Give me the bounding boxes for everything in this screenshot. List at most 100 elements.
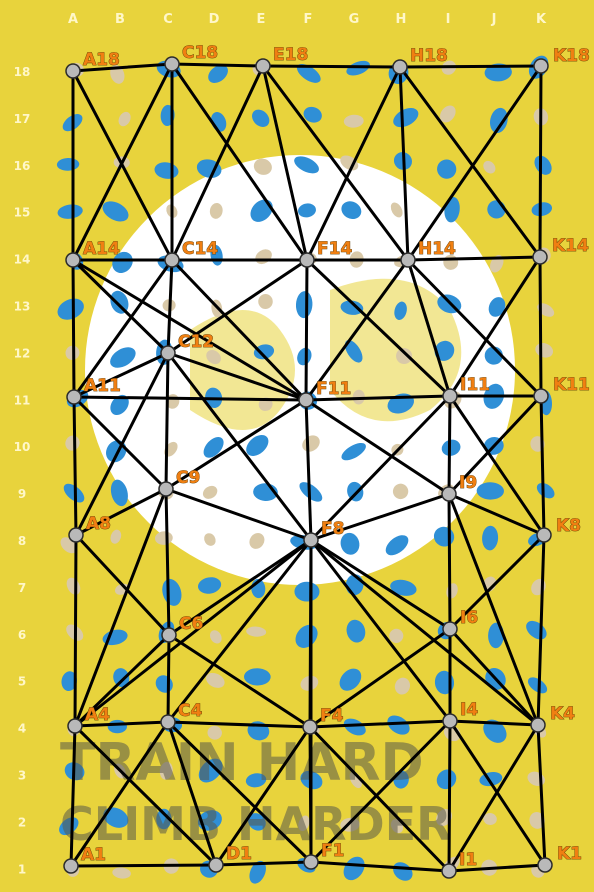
hold-label: C14 [182, 239, 218, 259]
hold-node[interactable] [67, 390, 81, 404]
row-label: 11 [14, 393, 31, 407]
hold-node[interactable] [534, 59, 548, 73]
hold-label: C12 [178, 332, 214, 352]
row-label: 5 [18, 675, 26, 689]
hold-node[interactable] [66, 64, 80, 78]
hold-label: H18 [410, 46, 448, 66]
column-label: A [68, 12, 78, 27]
hold-label: C6 [179, 614, 203, 634]
move-edge [400, 66, 541, 67]
column-label: G [349, 12, 360, 27]
move-edge [75, 535, 76, 726]
move-edge [74, 397, 76, 535]
column-label: F [304, 12, 313, 27]
hold-label: I9 [459, 473, 477, 493]
hold-node[interactable] [537, 528, 551, 542]
hold-node[interactable] [442, 864, 456, 878]
hold-node[interactable] [161, 715, 175, 729]
hold-node[interactable] [538, 858, 552, 872]
hold-node[interactable] [534, 389, 548, 403]
move-edge [71, 865, 216, 866]
hold-node[interactable] [256, 59, 270, 73]
hold-node[interactable] [64, 859, 78, 873]
hold-node[interactable] [69, 528, 83, 542]
hold-node[interactable] [443, 622, 457, 636]
hold-node[interactable] [162, 628, 176, 642]
column-label: J [491, 12, 497, 27]
hold-label: K14 [552, 236, 589, 256]
move-edge [310, 727, 311, 862]
row-label: 13 [14, 300, 31, 314]
hold-label: K4 [550, 704, 575, 724]
hold-label: D1 [226, 844, 252, 864]
hold-label: A18 [83, 50, 120, 70]
column-label: C [163, 12, 173, 27]
hold-node[interactable] [304, 533, 318, 547]
row-label: 9 [18, 487, 26, 501]
column-label: B [115, 12, 125, 27]
move-edge [166, 353, 168, 489]
row-label: 16 [14, 159, 31, 173]
hold-node[interactable] [68, 719, 82, 733]
row-label: 4 [18, 722, 26, 736]
hold-label: F1 [321, 841, 344, 861]
row-label: 2 [18, 815, 26, 829]
hold-node[interactable] [165, 57, 179, 71]
move-edge [449, 494, 450, 629]
hold-label: F14 [317, 239, 352, 259]
hold-label: A11 [84, 376, 121, 396]
hold-node[interactable] [300, 253, 314, 267]
hold-node[interactable] [401, 253, 415, 267]
row-label: 15 [14, 206, 31, 220]
column-label: K [536, 12, 547, 27]
row-label: 3 [18, 769, 26, 783]
row-label: 1 [18, 862, 26, 876]
row-label: 6 [18, 628, 26, 642]
move-edge [540, 257, 541, 396]
move-edge [168, 635, 169, 722]
move-edge [172, 64, 263, 66]
hold-node[interactable] [303, 720, 317, 734]
hold-icon [108, 720, 127, 733]
hold-label: I4 [460, 700, 478, 720]
hold-node[interactable] [159, 482, 173, 496]
row-label: 17 [14, 112, 31, 126]
hold-label: H14 [418, 239, 456, 259]
column-label: E [257, 12, 266, 27]
hold-node[interactable] [443, 714, 457, 728]
row-label: 12 [14, 346, 31, 360]
move-edge [449, 396, 450, 494]
hold-node[interactable] [66, 253, 80, 267]
hold-label: C18 [182, 43, 218, 63]
move-edge [73, 260, 74, 397]
hold-node[interactable] [304, 855, 318, 869]
hold-node[interactable] [209, 858, 223, 872]
hold-node[interactable] [165, 253, 179, 267]
row-label: 7 [18, 581, 26, 595]
move-edge [540, 66, 541, 257]
hold-node[interactable] [531, 718, 545, 732]
hold-label: C9 [176, 468, 200, 488]
hold-label: K18 [553, 46, 590, 66]
hold-label: K11 [553, 375, 590, 395]
hold-node[interactable] [442, 487, 456, 501]
row-label: 18 [14, 65, 31, 79]
hold-label: I1 [459, 850, 477, 870]
hold-label: C4 [178, 701, 202, 721]
hold-label: A4 [85, 705, 110, 725]
hold-label: F8 [321, 519, 344, 539]
hold-label: K8 [556, 516, 581, 536]
move-edge [263, 66, 400, 67]
column-label: I [446, 12, 451, 27]
hold-node[interactable] [299, 393, 313, 407]
hold-label: F11 [316, 379, 351, 399]
hold-node[interactable] [161, 346, 175, 360]
hold-node[interactable] [443, 389, 457, 403]
hold-node[interactable] [393, 60, 407, 74]
row-label: 10 [14, 440, 31, 454]
hold-node[interactable] [533, 250, 547, 264]
hold-label: F4 [320, 706, 344, 726]
row-label: 14 [14, 253, 31, 267]
hold-label: I6 [460, 608, 478, 628]
